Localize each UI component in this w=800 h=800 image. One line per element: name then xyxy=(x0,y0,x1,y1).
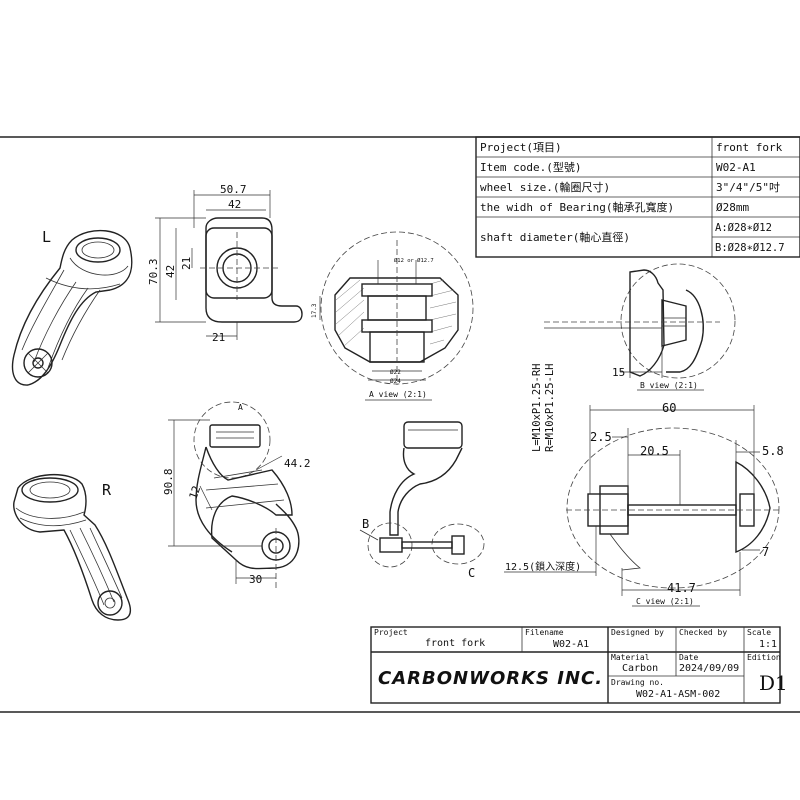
dim-c-2-5: 2.5 xyxy=(590,430,612,444)
b-view-detail: 15 B view (2:1) xyxy=(544,263,736,391)
tb-designed-label: Designed by xyxy=(611,628,664,637)
dim-a-bore-top: Ø12 or Ø12.7 xyxy=(394,257,434,264)
dim-c-7: 7 xyxy=(762,545,769,559)
spec-bearing-width-label: the widh of Bearing(軸承孔寬度) xyxy=(480,200,674,214)
tb-material-value: Carbon xyxy=(622,663,658,674)
spec-bearing-width-value: Ø28mm xyxy=(716,201,749,214)
tb-scale-value: 1:1 xyxy=(759,639,777,650)
marker-c: C xyxy=(468,566,475,580)
a-view-detail: Ø12 or Ø12.7 17.3 Ø22 Ø24 A view (2:1) xyxy=(311,231,474,401)
dim-c-20-5: 20.5 xyxy=(640,444,669,458)
tb-material-label: Material xyxy=(611,653,650,662)
title-block: Project front fork Filename W02-A1 Desig… xyxy=(370,626,788,704)
dim-a-bore-24: Ø24 xyxy=(390,378,401,385)
dim-c-60: 60 xyxy=(662,401,676,415)
dim-fork-height: 90.8 xyxy=(162,469,175,496)
fork-elevation: A 90.8 44.2 12 30 xyxy=(162,401,311,590)
c-view-detail: 60 2.5 20.5 5.8 7 41.7 12.5(鎖入深度) C view… xyxy=(504,401,784,607)
tb-filename-value: W02-A1 xyxy=(553,639,589,650)
company-logo: CARBONWORKS INC. xyxy=(378,668,603,689)
dim-a-small: 17.3 xyxy=(311,303,318,318)
dim-fork-angle: 44.2 xyxy=(284,457,311,470)
isometric-left-fork: L xyxy=(11,228,133,386)
dim-height: 70.3 xyxy=(147,259,160,286)
b-view-label: B view (2:1) xyxy=(640,381,698,390)
spec-item-code-value: W02-A1 xyxy=(716,161,756,174)
spec-wheel-size-label: wheel size.(輪圈尺寸) xyxy=(480,180,610,194)
tb-checked-label: Checked by xyxy=(679,628,727,637)
tb-project-value: front fork xyxy=(425,638,485,649)
c-view-label: C view (2:1) xyxy=(636,597,694,606)
dim-inner-height: 42 xyxy=(164,265,177,278)
tb-filename-label: Filename xyxy=(525,628,564,637)
marker-a-elevation: A xyxy=(238,403,243,412)
tb-drawing-label: Drawing no. xyxy=(611,678,664,687)
dim-c-41-7: 41.7 xyxy=(667,581,696,595)
marker-b: B xyxy=(362,517,369,531)
spec-wheel-size-value: 3"/4"/5"吋 xyxy=(716,181,780,194)
fork-front-view: B C xyxy=(359,421,485,580)
spec-shaft-diameter-label: shaft diameter(軸心直徑) xyxy=(480,230,630,244)
dim-top-width: 50.7 xyxy=(220,183,247,196)
tb-scale-label: Scale xyxy=(747,628,771,637)
spec-shaft-diameter-value-a: A:Ø28∗Ø12 xyxy=(715,222,772,234)
dim-b-15: 15 xyxy=(612,366,625,379)
tb-date-value: 2024/09/09 xyxy=(679,663,739,674)
label-left: L xyxy=(42,228,51,246)
spec-table: Project(項目) front fork Item code.(型號) W0… xyxy=(475,136,800,258)
spec-project-label: Project(項目) xyxy=(480,141,562,154)
isometric-right-fork: R xyxy=(13,473,132,621)
tb-project-label: Project xyxy=(374,628,408,637)
spec-shaft-diameter-value-b: B:Ø28∗Ø12.7 xyxy=(715,242,785,254)
spec-item-code-label: Item code.(型號) xyxy=(480,160,581,174)
dim-c-5-8: 5.8 xyxy=(762,444,784,458)
spec-project-value: front fork xyxy=(716,141,783,154)
tb-edition-value: D1 xyxy=(759,671,788,695)
tb-drawing-value: W02-A1-ASM-002 xyxy=(636,689,720,700)
dim-fork-12: 12 xyxy=(187,484,204,501)
depth-note: 12.5(鎖入深度) xyxy=(505,560,581,573)
dim-fork-30: 30 xyxy=(249,573,262,586)
tb-edition-label: Edition xyxy=(747,653,781,662)
a-view-label: A view (2:1) xyxy=(369,390,427,399)
dim-inner-width: 42 xyxy=(228,198,241,211)
side-view-top: 50.7 42 70.3 42 21 21 xyxy=(147,183,303,344)
label-right: R xyxy=(102,481,112,499)
dim-a-bore-22: Ø22 xyxy=(390,369,401,376)
thread-note-rh: L=M10xP1.25-RH xyxy=(531,363,543,452)
tb-date-label: Date xyxy=(679,653,698,662)
thread-note-lh: R=M10xP1.25-LH xyxy=(544,363,556,452)
dim-bottom-offset: 21 xyxy=(212,331,225,344)
dim-bore-offset: 21 xyxy=(180,257,193,270)
